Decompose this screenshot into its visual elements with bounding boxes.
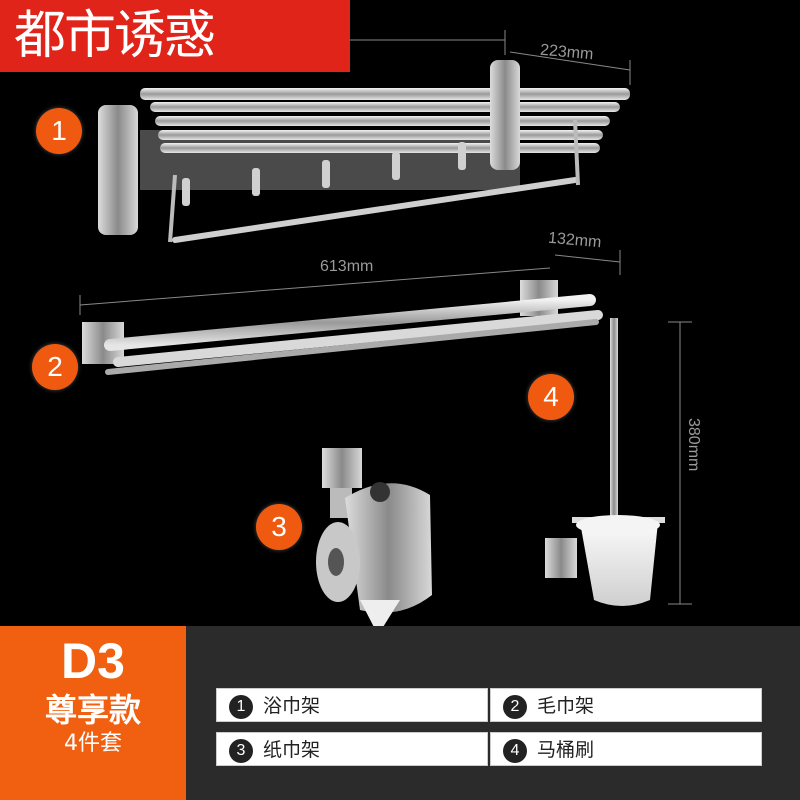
item-label-1: 浴巾架 [263, 695, 321, 717]
item-2: 2 毛巾架 [490, 688, 762, 722]
callout-2: 2 [32, 344, 78, 390]
callout-4: 4 [528, 374, 574, 420]
item-number-4: 4 [503, 738, 527, 763]
paper-holder-image [316, 448, 432, 635]
dimension-lines-bar [79, 250, 621, 315]
package-label-panel: D3 尊享款 4件套 [0, 626, 186, 800]
item-label-3: 纸巾架 [263, 739, 321, 761]
item-label-2: 毛巾架 [537, 695, 595, 717]
package-count: 4件套 [64, 731, 122, 756]
item-3: 3 纸巾架 [216, 732, 488, 766]
callout-1: 1 [36, 108, 82, 154]
dim-length-bar: 613mm [320, 258, 374, 275]
dimension-lines-height [668, 321, 692, 605]
callout-3: 3 [256, 504, 302, 550]
item-number-1: 1 [229, 694, 253, 719]
item-label-4: 马桶刷 [537, 739, 595, 761]
item-1: 1 浴巾架 [216, 688, 488, 722]
items-panel: 1 浴巾架 2 毛巾架 3 纸巾架 4 马桶刷 [186, 626, 800, 800]
package-code: D3 [61, 633, 125, 689]
toilet-brush-image [545, 318, 665, 606]
item-number-3: 3 [229, 738, 253, 763]
item-number-2: 2 [503, 694, 527, 719]
dimension-lines-rack [350, 30, 631, 85]
brand-watermark: 都市诱惑 [0, 0, 350, 72]
towel-bar-image [82, 280, 603, 375]
dim-height-brush: 380mm [685, 418, 702, 472]
package-edition: 尊享款 [44, 691, 141, 729]
item-4: 4 马桶刷 [490, 732, 762, 766]
towel-rack-image [98, 60, 630, 243]
